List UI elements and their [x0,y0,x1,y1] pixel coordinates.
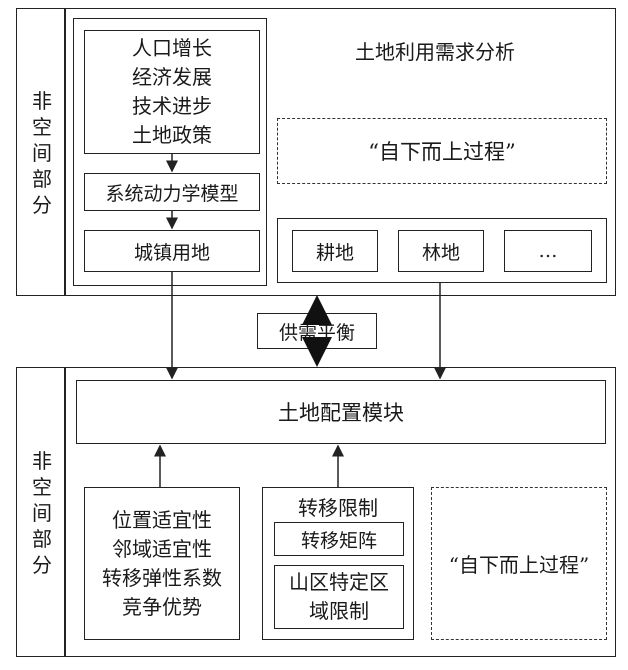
driver-factors-box: 人口增长 经济发展 技术进步 土地政策 [84,30,260,154]
demand-analysis-title: 土地利用需求分析 [355,40,515,64]
mountain-area-limit-box: 山区特定区 域限制 [274,565,404,629]
transfer-limit-title: 转移限制 [298,496,378,520]
bottom-divider [64,367,66,657]
land-allocation-module-box: 土地配置模块 [76,380,606,444]
bottom-side-label: 非 空 间 部 分 [32,449,52,577]
supply-demand-balance-box: 供需平衡 [257,313,377,349]
system-dynamics-model-box: 系统动力学模型 [84,173,260,211]
urban-land-box: 城镇用地 [84,230,260,272]
land-type-forest: 林地 [398,230,484,272]
suitability-factors-box: 位置适宜性 邻域适宜性 转移弹性系数 竞争优势 [84,487,240,640]
bottom-up-process-bottom: “自下而上过程” [431,487,607,640]
top-side-label: 非 空 间 部 分 [32,89,52,217]
top-divider [64,8,66,296]
transfer-matrix-box: 转移矩阵 [274,522,404,556]
land-type-more: … [504,230,592,272]
bottom-up-process-top: “自下而上过程” [277,118,607,184]
land-type-cropland: 耕地 [292,230,378,272]
